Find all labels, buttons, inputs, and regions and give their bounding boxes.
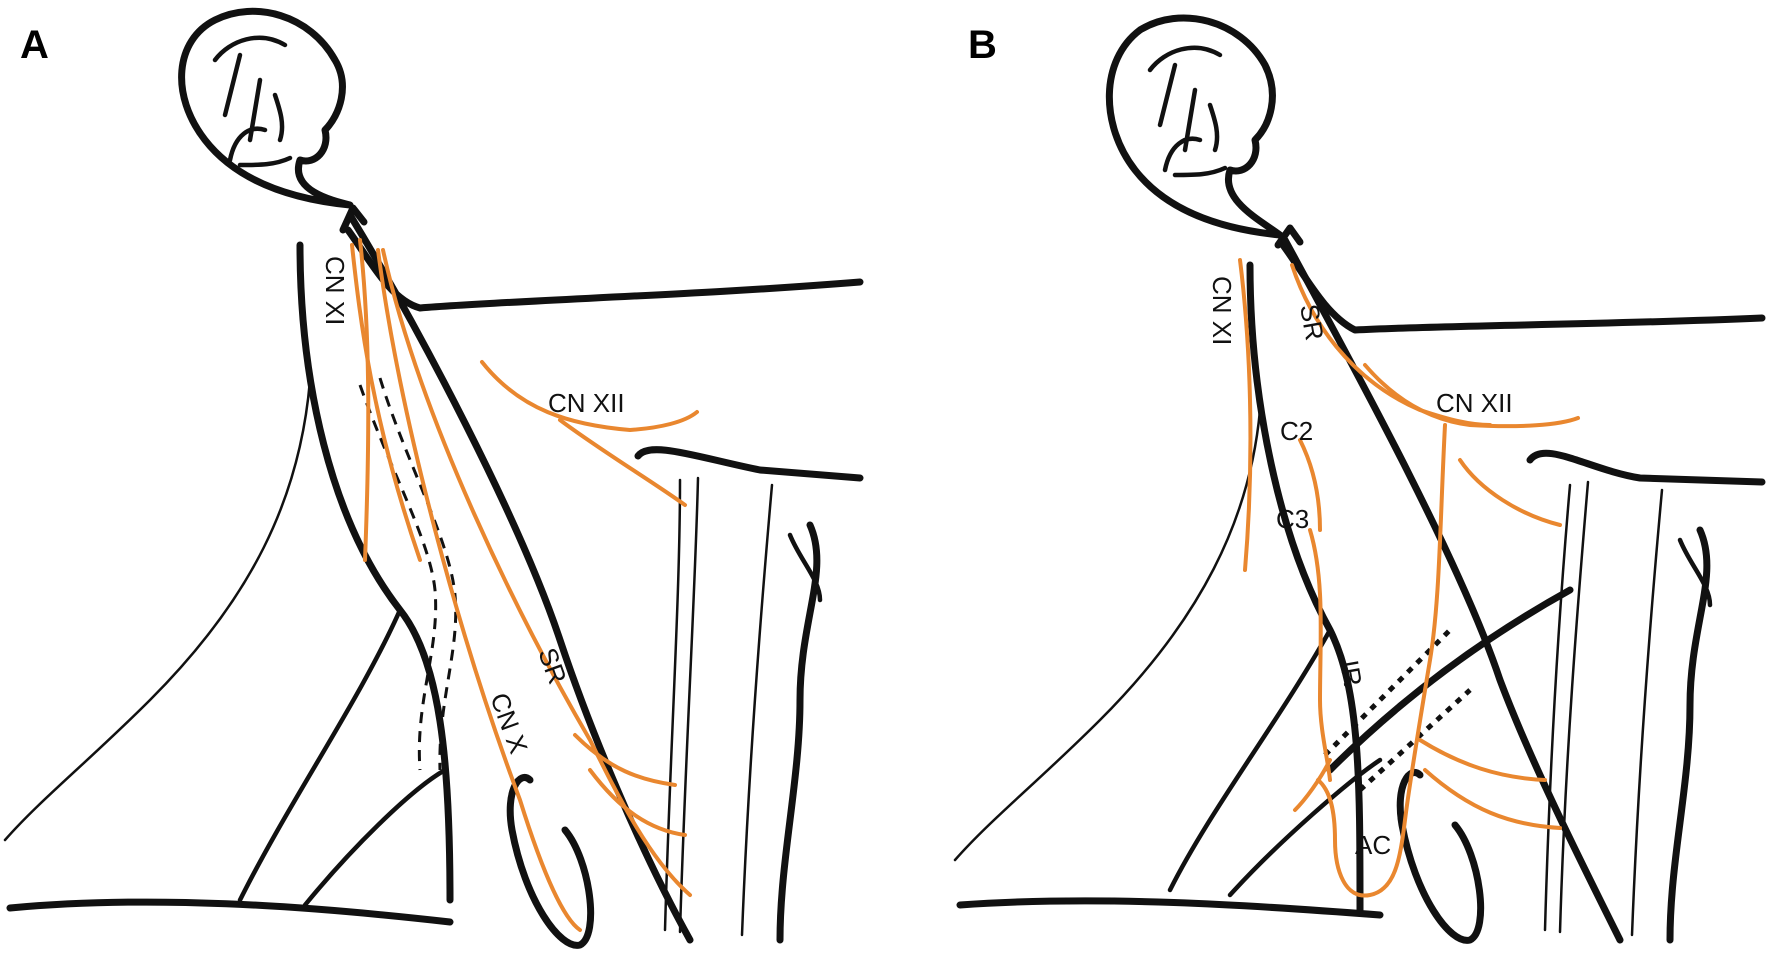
- cn-xi-nerve: [358, 238, 371, 562]
- clavicle-inner-b: [1227, 757, 1383, 898]
- hyoid-outline-b: [1526, 449, 1766, 486]
- thyroid-notch-b: [1677, 537, 1713, 608]
- mandible-outline: [344, 226, 864, 312]
- label-c3: C3: [1276, 504, 1309, 534]
- omohyoid-dotted-1: [1323, 628, 1452, 757]
- trachea-line-2: [678, 476, 700, 934]
- cn-xii-descendens: [558, 418, 687, 507]
- ear-outline: [178, 7, 354, 209]
- cn-xii-nerve: [480, 360, 699, 432]
- omohyoid-outline: [1326, 586, 1574, 774]
- label-sr-b: SR: [1294, 302, 1330, 343]
- ansa-branch-b1: [1418, 738, 1547, 782]
- label-cn-xii: CN XII: [548, 388, 625, 418]
- hyoid-outline: [634, 446, 864, 482]
- trapezius-outline: [3, 378, 312, 842]
- ansa-branch-2: [588, 768, 687, 837]
- trachea-line-3b: [1630, 488, 1664, 937]
- sternal-head-outline-b: [1396, 769, 1485, 944]
- internal-jugular-vein-2: [378, 377, 458, 771]
- cn-xii-branch-b: [1458, 458, 1562, 527]
- thyroid-notch: [787, 532, 823, 603]
- panel-b-nerves: [1238, 258, 1580, 898]
- label-ir: IR: [1334, 658, 1368, 689]
- label-c2: C2: [1280, 416, 1313, 446]
- ansa-branch-b2: [1423, 768, 1562, 830]
- mandible-outline-b: [1279, 241, 1766, 334]
- inferior-root-end: [1293, 758, 1332, 812]
- trachea-line-2b: [1558, 480, 1590, 934]
- thyroid-contour-b: [1666, 526, 1711, 944]
- ansa-loop: [1316, 423, 1447, 898]
- ear-outline-b: [1105, 14, 1284, 239]
- posterior-neck-line-b: [1167, 627, 1333, 893]
- thyroid-contour: [776, 521, 821, 944]
- ansa-branch-1: [573, 733, 677, 787]
- label-cn-xi: CN XI: [320, 256, 350, 325]
- label-ac: AC: [1355, 830, 1391, 860]
- cn-xii-nerve-b: [1363, 363, 1580, 429]
- scm-posterior-border-b: [1246, 261, 1364, 914]
- panel-b: B: [953, 14, 1766, 944]
- trachea-line-1: [663, 478, 682, 932]
- trapezius-outline-b: [953, 408, 1262, 862]
- clavicle-inner: [302, 767, 448, 908]
- scm-posterior-border: [296, 241, 454, 904]
- scm-anterior-border-b: [1281, 236, 1624, 944]
- c3-nerve: [1308, 528, 1332, 782]
- scm-anterior-border: [346, 211, 694, 944]
- posterior-neck-line: [237, 607, 403, 903]
- clavicle-outline-b: [956, 897, 1384, 919]
- clavicle-outline: [6, 898, 454, 926]
- c2-nerve: [1298, 438, 1322, 532]
- panel-a: A: [3, 7, 864, 949]
- cn-xi-nerve-b: [1238, 258, 1253, 572]
- jaw-notch: [339, 204, 368, 234]
- panel-b-letter: B: [968, 23, 997, 67]
- label-cn-xii-b: CN XII: [1436, 388, 1513, 418]
- label-cn-xi-b: CN XI: [1207, 276, 1237, 345]
- trachea-line-3: [740, 483, 774, 937]
- superior-root-nerve: [381, 248, 692, 897]
- sternal-head-outline: [506, 774, 595, 949]
- panel-a-letter: A: [20, 23, 49, 67]
- cn-xi-nerve-2: [350, 243, 422, 562]
- cn-x-nerve: [376, 248, 582, 932]
- internal-jugular-vein: [358, 384, 438, 771]
- trachea-line-1b: [1543, 483, 1572, 932]
- panel-a-nerves: [350, 238, 699, 932]
